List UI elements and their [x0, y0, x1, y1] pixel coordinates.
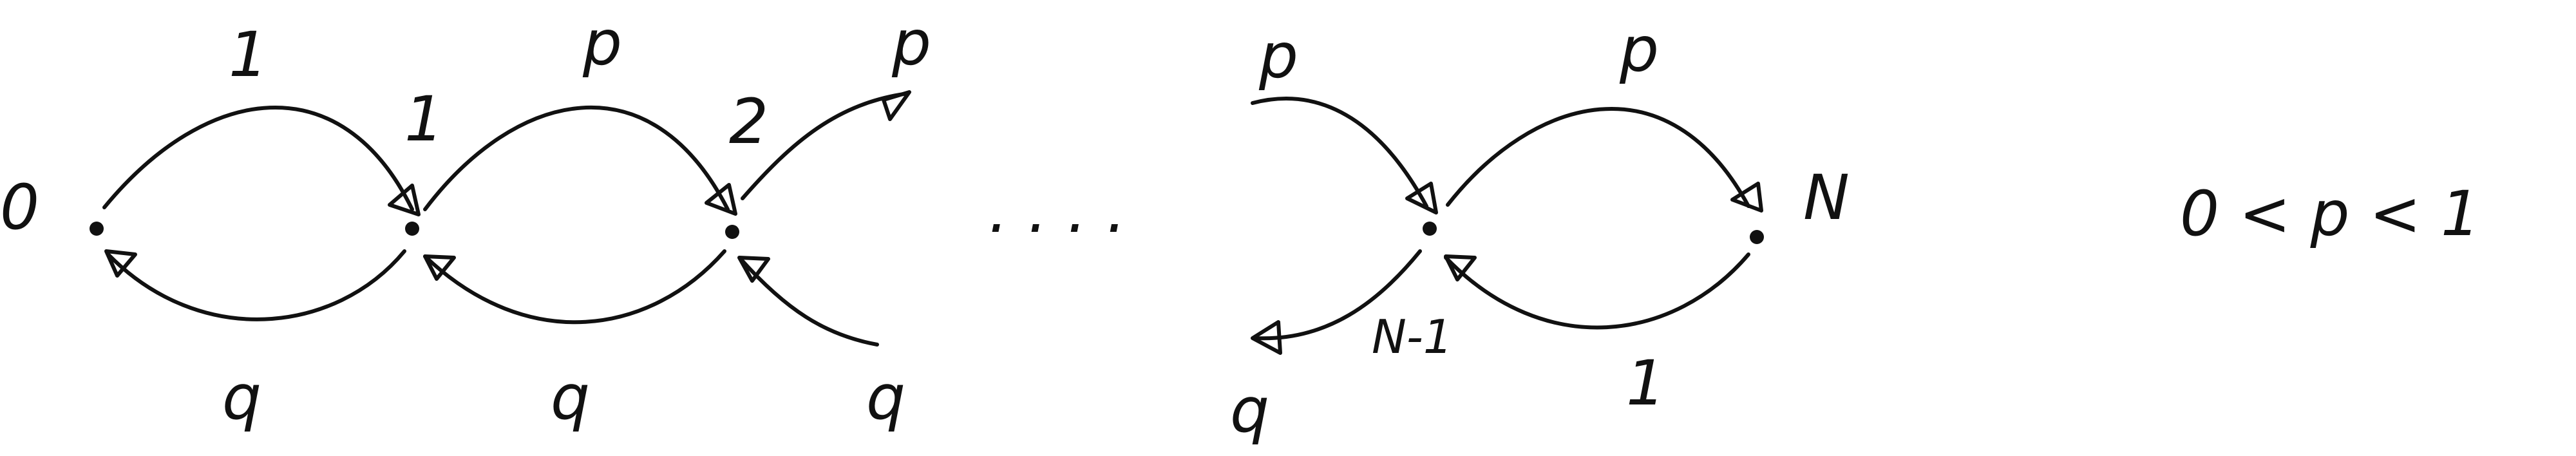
edge-1-to-0-arrowhead [104, 249, 137, 278]
edge-2-to-3-arrowhead [882, 90, 911, 121]
state-0-label: 0 [0, 171, 39, 243]
state-n-node [1750, 230, 1764, 244]
edge-0-to-1-arrowhead [388, 184, 421, 216]
edge-3-to-2-label: q [866, 361, 905, 433]
edge-2-to-1-label: q [551, 361, 590, 433]
edge-3-to-2-arc [739, 257, 879, 347]
edge-1-to-2-arc [423, 106, 730, 211]
edge-n-to-n-minus-1-arc [1444, 252, 1750, 330]
edge-n-minus-1-to-n-arrowhead [1730, 182, 1763, 213]
edge-n-to-n-minus-1-label: 1 [1626, 347, 1665, 419]
edge-1-to-2-label: p [582, 7, 622, 79]
edge-1-to-0-arc [106, 249, 406, 321]
edge-n-to-n-minus-1-arrowhead [1444, 254, 1477, 281]
state-n-label: N [1803, 162, 1850, 234]
state-n-minus-1-label: N-1 [1372, 310, 1453, 364]
edge-k-to-n-minus-1-arrowhead [1405, 182, 1438, 214]
edge-3-to-2-arrowhead [737, 256, 770, 283]
state-1-label: 1 [404, 83, 444, 155]
edge-2-to-1-arc [423, 249, 726, 325]
edge-2-to-1-arrowhead [423, 254, 456, 281]
edge-n-minus-1-to-k-arc [1254, 249, 1422, 341]
edge-k-to-n-minus-1-arc [1251, 97, 1428, 208]
probability-condition: 0 < p < 1 [2180, 178, 2480, 250]
edge-2-to-3-label: p [891, 7, 931, 79]
states-ellipsis: . . . . [989, 175, 1126, 247]
edge-n-minus-1-to-k-label: q [1230, 374, 1269, 446]
state-1-node [405, 222, 419, 236]
edge-k-to-n-minus-1-label: p [1258, 20, 1298, 92]
edge-0-to-1-arc [102, 105, 414, 211]
edge-n-minus-1-to-n-arc [1446, 107, 1750, 208]
edge-1-to-2-arrowhead [705, 183, 737, 216]
state-n-minus-1-node [1423, 222, 1437, 236]
state-2-label: 2 [729, 86, 768, 158]
state-0-node [90, 222, 104, 236]
edge-2-to-3-arc [741, 91, 910, 200]
edge-0-to-1-label: 1 [229, 19, 268, 91]
state-2-node [725, 225, 739, 239]
edge-1-to-0-label: q [222, 361, 261, 433]
edge-n-minus-1-to-n-label: p [1619, 14, 1659, 86]
edge-n-minus-1-to-k-arrowhead [1251, 320, 1282, 355]
